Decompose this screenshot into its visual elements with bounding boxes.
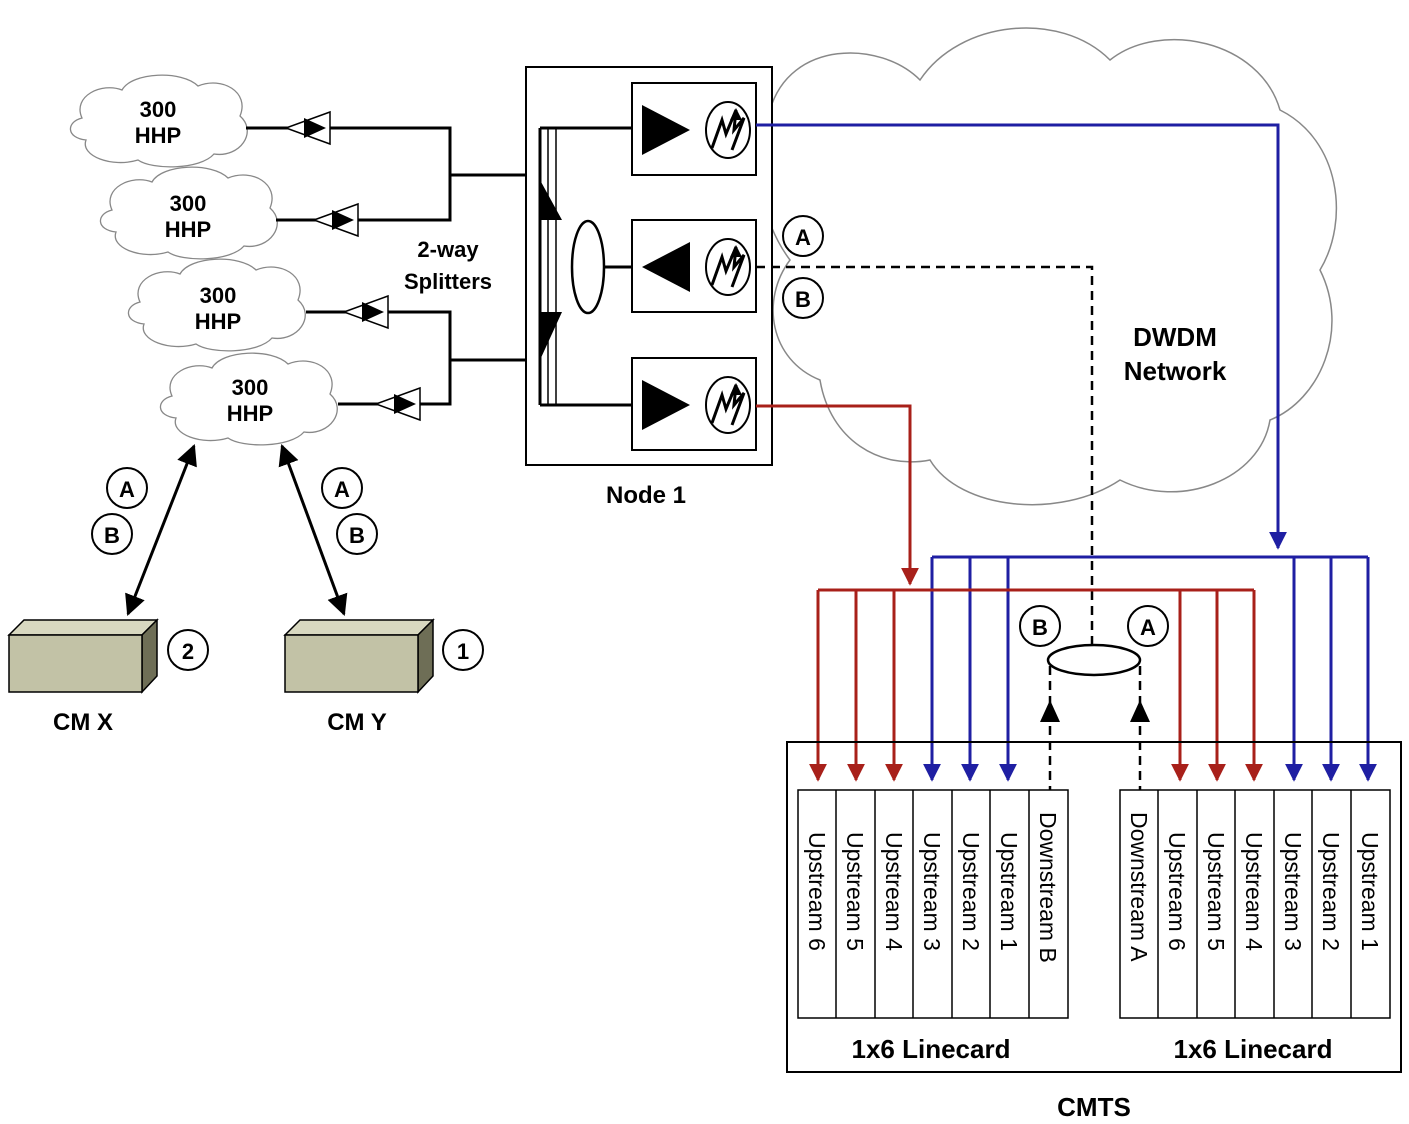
- splitter-wedge: [540, 180, 562, 220]
- hhp-cloud-2-line1: 300: [170, 191, 207, 216]
- hhp-cloud-4-line1: 300: [232, 375, 269, 400]
- splitter-wedge: [540, 312, 562, 360]
- cmy-link-arrow: [278, 444, 348, 616]
- splitters-label-line1: 2-way: [417, 237, 479, 262]
- node-internal-wiring: [538, 126, 632, 407]
- hhp-cloud-2-line2: HHP: [165, 217, 211, 242]
- port-label: Upstream 2: [1318, 832, 1344, 951]
- cable-modem-y: 1: [283, 618, 484, 694]
- downstream-dashed-path: [756, 265, 1094, 645]
- hhp-cloud-4-line2: HHP: [227, 401, 273, 426]
- laser-icon: [705, 238, 751, 296]
- port-label: Upstream 6: [804, 832, 830, 951]
- cmx-circle-a: A: [106, 467, 148, 509]
- port-label: Upstream 4: [881, 832, 907, 951]
- port-label: Upstream 6: [1164, 832, 1190, 951]
- amplifier-icon: [341, 294, 389, 330]
- linecard-2: Downstream A Upstream 6 Upstream 5 Upstr…: [1119, 789, 1391, 1019]
- red-upstream-path: [756, 404, 919, 586]
- laser-icon: [705, 101, 751, 159]
- port-label: Upstream 2: [958, 832, 984, 951]
- transmitter-module-top: [631, 82, 757, 176]
- amplifier-icon: [283, 110, 331, 146]
- node-circle-b: B: [782, 277, 824, 319]
- port-label: Downstream A: [1126, 812, 1152, 962]
- hhp-cloud-3-line2: HHP: [195, 309, 241, 334]
- port-label: Upstream 4: [1241, 832, 1267, 951]
- svg-text:A: A: [795, 225, 811, 250]
- cmts-circle-a: A: [1127, 605, 1169, 647]
- svg-text:B: B: [795, 287, 811, 312]
- network-label-line2: Network: [1124, 356, 1227, 386]
- hhp-cloud-2: 300 HHP: [99, 166, 278, 260]
- cmx-circle-b: B: [91, 513, 133, 555]
- linecard-1: Upstream 6 Upstream 5 Upstream 4 Upstrea…: [797, 789, 1069, 1019]
- network-label-line1: DWDM: [1133, 322, 1217, 352]
- svg-text:B: B: [349, 523, 365, 548]
- linecard-1-label: 1x6 Linecard: [852, 1034, 1011, 1064]
- cmts-label: CMTS: [1057, 1092, 1131, 1122]
- combiner-icon: [570, 219, 606, 315]
- modem-y-label: CM Y: [327, 709, 387, 736]
- downstream-feed-lines: [1048, 666, 1142, 790]
- port-label: Upstream 1: [1357, 832, 1383, 951]
- cmts-box: [786, 741, 1402, 1073]
- amplifier-icon: [311, 202, 359, 238]
- svg-text:B: B: [104, 523, 120, 548]
- receiver-module-middle: [631, 219, 757, 313]
- svg-text:A: A: [119, 477, 135, 502]
- blue-upstream-path: [756, 123, 1287, 550]
- arrow-up-icon: [1130, 700, 1150, 722]
- node-circle-a: A: [782, 215, 824, 257]
- linecard-2-label: 1x6 Linecard: [1174, 1034, 1333, 1064]
- red-drops: [809, 590, 1263, 782]
- hhp-cloud-3-line1: 300: [200, 283, 237, 308]
- hhp-cloud-4: 300 HHP: [159, 352, 338, 446]
- cmy-circle-b: B: [336, 513, 378, 555]
- hhp-cloud-3: 300 HHP: [127, 258, 306, 352]
- transmitter-icon: [642, 105, 690, 155]
- svg-text:A: A: [1140, 615, 1156, 640]
- port-label: Upstream 1: [996, 832, 1022, 951]
- modem-x-number: 2: [182, 639, 194, 664]
- port-label: Upstream 3: [919, 832, 945, 951]
- svg-text:B: B: [1032, 615, 1048, 640]
- hhp-cloud-1: 300 HHP: [69, 74, 248, 168]
- port-label: Upstream 5: [842, 832, 868, 951]
- cmts-circle-b: B: [1019, 605, 1061, 647]
- amplifier-icon: [373, 386, 421, 422]
- node-label: Node 1: [606, 482, 686, 509]
- cmx-link-arrow: [125, 444, 197, 616]
- combiner-icon: [1046, 643, 1142, 677]
- transmitter-module-bottom: [631, 357, 757, 451]
- receiver-icon: [642, 242, 690, 292]
- port-label: Upstream 5: [1203, 832, 1229, 951]
- cable-modem-x: 2: [7, 618, 209, 694]
- port-label: Downstream B: [1035, 812, 1061, 963]
- svg-text:A: A: [334, 477, 350, 502]
- arrow-up-icon: [1040, 700, 1060, 722]
- transmitter-icon: [642, 380, 690, 430]
- port-label: Upstream 3: [1280, 832, 1306, 951]
- cmy-circle-a: A: [321, 467, 363, 509]
- modem-y-number: 1: [457, 639, 469, 664]
- modem-y-number-badge: [442, 629, 484, 671]
- laser-icon: [705, 376, 751, 434]
- modem-x-label: CM X: [53, 709, 113, 736]
- splitters-label-line2: Splitters: [404, 269, 492, 294]
- hhp-cloud-1-line1: 300: [140, 97, 177, 122]
- modem-x-number-badge: [167, 629, 209, 671]
- hhp-cloud-1-line2: HHP: [135, 123, 181, 148]
